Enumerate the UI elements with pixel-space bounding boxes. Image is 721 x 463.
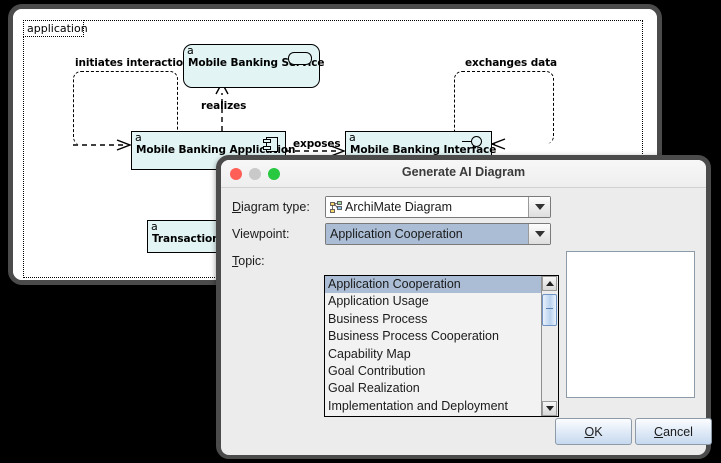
ok-button-mnemonic: O bbox=[584, 424, 595, 439]
viewpoint-dropdown-scrollbar[interactable] bbox=[541, 276, 558, 416]
minimize-icon[interactable] bbox=[249, 168, 261, 180]
dialog-body: Diagram type: Viewpoint: Topic: ArchiMat… bbox=[221, 188, 712, 455]
group-application-label: application bbox=[23, 20, 88, 37]
relation-exchanges-data-route bbox=[454, 71, 554, 144]
generate-ai-diagram-dialog: Generate AI Diagram Diagram type: Viewpo… bbox=[216, 155, 712, 459]
diagram-type-value-wrap: ArchiMate Diagram bbox=[326, 197, 528, 217]
scroll-up-icon[interactable] bbox=[542, 276, 557, 291]
relation-label-realizes: realizes bbox=[201, 100, 247, 112]
relation-initiates-interaction-route bbox=[73, 71, 178, 145]
element-name: Mobile Banking Interface bbox=[350, 144, 497, 156]
relation-label-initiates-interaction: initiates interaction bbox=[75, 57, 191, 69]
relation-label-exposes: exposes bbox=[293, 138, 341, 150]
element-name: Mobile Banking Application bbox=[136, 144, 296, 156]
element-type-marker: a bbox=[349, 131, 356, 144]
viewpoint-option-business-process-cooperation[interactable]: Business Process Cooperation bbox=[328, 329, 499, 344]
cancel-button-label-rest: ancel bbox=[663, 424, 693, 439]
viewpoint-chevron-down-icon[interactable] bbox=[528, 224, 550, 244]
element-type-marker: a bbox=[151, 220, 158, 233]
viewpoint-option-list[interactable]: Application Cooperation Application Usag… bbox=[325, 276, 541, 416]
diagram-type-value: ArchiMate Diagram bbox=[345, 200, 452, 214]
scrollbar-thumb[interactable] bbox=[542, 294, 557, 326]
diagram-type-label-mnemonic: D bbox=[232, 200, 242, 214]
diagram-type-chevron-down-icon[interactable] bbox=[528, 197, 550, 217]
viewpoint-option-goal-realization[interactable]: Goal Realization bbox=[328, 381, 420, 396]
scroll-down-icon[interactable] bbox=[542, 401, 557, 416]
cancel-button-mnemonic: C bbox=[654, 424, 664, 439]
close-icon[interactable] bbox=[230, 168, 242, 180]
application-interface-icon bbox=[462, 136, 484, 147]
dialog-titlebar[interactable]: Generate AI Diagram bbox=[221, 160, 706, 188]
viewpoint-option-application-usage[interactable]: Application Usage bbox=[328, 294, 429, 309]
viewpoint-option-capability-map[interactable]: Capability Map bbox=[328, 346, 411, 361]
element-mobile-banking-service[interactable]: a Mobile Banking Service bbox=[183, 44, 325, 88]
element-type-marker: a bbox=[187, 44, 194, 57]
application-component-icon bbox=[263, 137, 279, 152]
dialog-title: Generate AI Diagram bbox=[401, 165, 526, 179]
diagram-type-label: Diagram type: bbox=[232, 200, 310, 214]
topic-label-mnemonic: T bbox=[232, 254, 239, 268]
viewpoint-dropdown-popup[interactable]: Application Cooperation Application Usag… bbox=[324, 275, 559, 417]
viewpoint-option-business-process[interactable]: Business Process bbox=[328, 311, 428, 326]
diagram-type-label-rest: iagram type: bbox=[241, 200, 310, 214]
topic-label: Topic: bbox=[232, 254, 265, 268]
viewpoint-option-goal-contribution[interactable]: Goal Contribution bbox=[328, 363, 426, 378]
diagram-type-combobox[interactable]: ArchiMate Diagram bbox=[325, 196, 551, 218]
viewpoint-option-implementation-and-deployment[interactable]: Implementation and Deployment bbox=[328, 398, 508, 413]
viewpoint-value: Application Cooperation bbox=[326, 224, 528, 244]
viewpoint-combobox[interactable]: Application Cooperation bbox=[325, 223, 551, 245]
application-service-icon bbox=[288, 52, 312, 65]
topic-input[interactable] bbox=[566, 251, 695, 398]
viewpoint-option-application-cooperation[interactable]: Application Cooperation bbox=[325, 276, 541, 294]
element-type-marker: a bbox=[135, 131, 142, 144]
ok-button-label-rest: K bbox=[594, 424, 603, 439]
maximize-icon[interactable] bbox=[268, 168, 280, 180]
viewpoint-label: Viewpoint: bbox=[232, 227, 290, 241]
relation-label-exchanges-data: exchanges data bbox=[465, 57, 558, 69]
archimate-diagram-icon bbox=[330, 200, 343, 214]
topic-label-rest: opic: bbox=[238, 254, 265, 268]
